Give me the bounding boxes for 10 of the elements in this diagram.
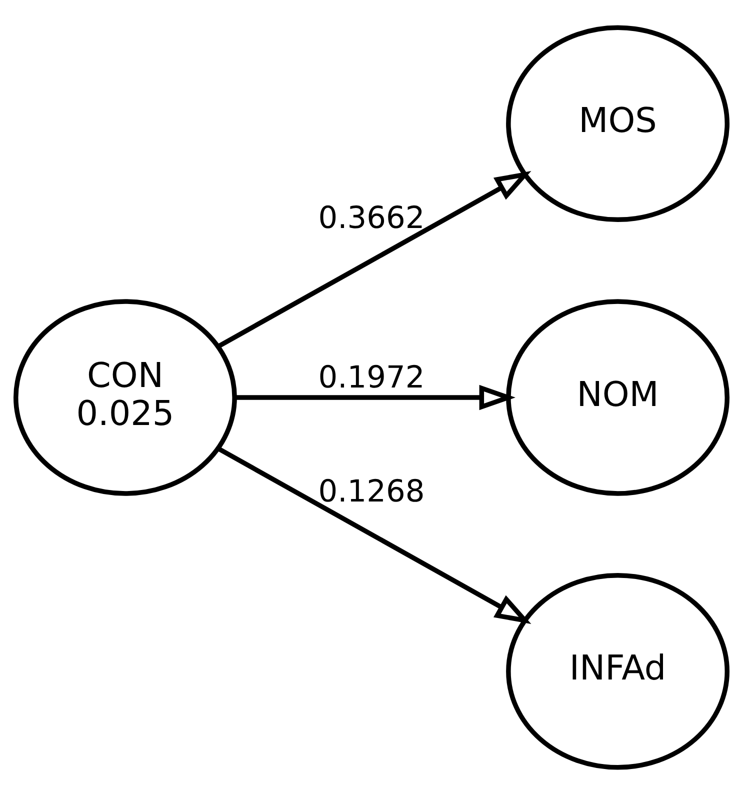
arrow [217, 171, 532, 348]
arrow [235, 384, 516, 410]
node-ellipse: NOM [506, 299, 730, 496]
edge-label: 0.1972 [318, 360, 425, 396]
node-ellipse: MOS [506, 25, 730, 222]
node-ellipse: INFAd [506, 572, 730, 770]
arrow [217, 446, 532, 624]
node-ellipse: CON 0.025 [14, 299, 237, 496]
edge-label: 0.1268 [318, 474, 425, 510]
edge-label: 0.3662 [318, 200, 425, 236]
